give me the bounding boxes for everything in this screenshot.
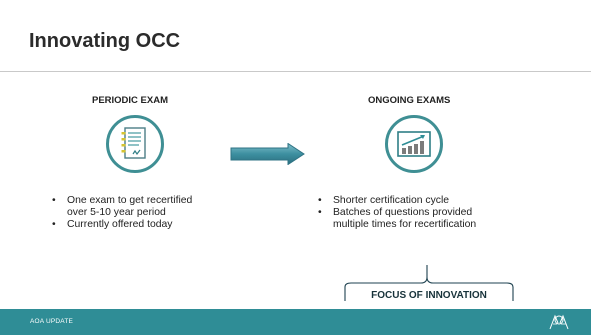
focus-of-innovation-label: FOCUS OF INNOVATION [371,290,487,301]
footer-bar: AOA UPDATE [0,309,591,335]
aoa-logo [549,314,569,330]
right-arrow-icon [230,143,305,165]
focus-bracket [344,265,514,301]
slide-title: Innovating OCC [29,30,181,52]
checklist-document-icon [106,115,164,173]
list-item: Currently offered today [50,219,210,231]
list-item: Shorter certification cycle [316,195,506,207]
periodic-exam-heading: PERIODIC EXAM [92,95,169,106]
footer-text: AOA UPDATE [30,318,74,325]
title-divider [0,71,591,72]
list-item: One exam to get recertified over 5-10 ye… [50,195,210,219]
ongoing-exams-heading: ONGOING EXAMS [368,95,451,106]
periodic-exam-bullets: One exam to get recertified over 5-10 ye… [50,195,210,231]
list-item: Batches of questions provided multiple t… [316,207,506,231]
ongoing-exams-bullets: Shorter certification cycle Batches of q… [316,195,506,231]
rising-bar-chart-icon [385,115,443,173]
